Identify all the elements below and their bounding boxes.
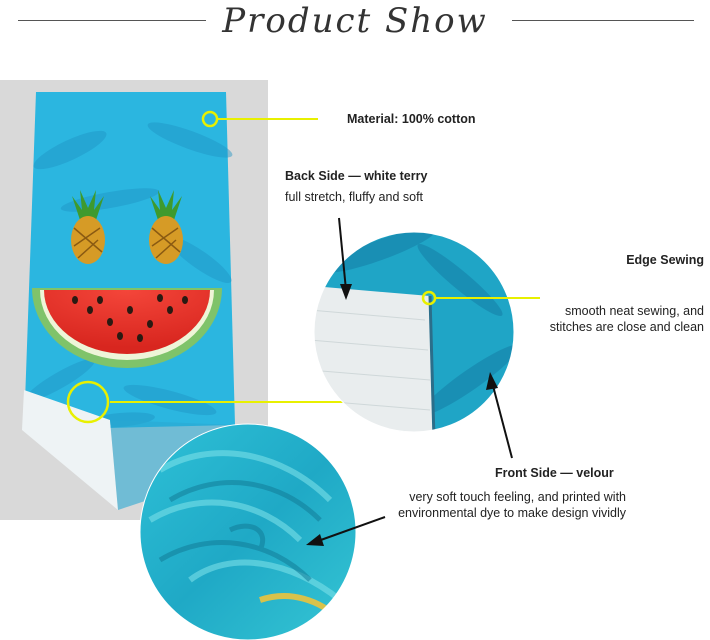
- back-side-desc: full stretch, fluffy and soft: [285, 190, 424, 204]
- front-side-title: Front Side — velour: [495, 466, 614, 480]
- header-rule-right: [512, 20, 694, 21]
- pineapple-left: [71, 190, 105, 264]
- front-side-arrow-bottom: [306, 516, 386, 546]
- front-side-arrow-top: [486, 372, 513, 459]
- zoom-front-side: [140, 424, 356, 640]
- corner-callout-ring: [66, 380, 110, 424]
- back-side-title: Back Side — white terry: [285, 169, 428, 183]
- page-title: Product Show: [222, 1, 488, 41]
- material-label: Material: 100% cotton: [347, 112, 476, 126]
- beach-towel: [22, 92, 238, 510]
- edge-sewing-title: Edge Sewing: [626, 253, 704, 267]
- zoom-back-side: [314, 232, 514, 432]
- back-side-arrow: [338, 217, 352, 300]
- edge-sewing-desc-1: smooth neat sewing, and: [565, 304, 704, 318]
- front-side-desc-1: very soft touch feeling, and printed wit…: [409, 490, 626, 504]
- header-rule-left: [18, 20, 206, 21]
- pineapple-right: [149, 190, 183, 264]
- edge-sewing-desc-2: stitches are close and clean: [549, 320, 704, 334]
- edge-callout-ring: [421, 290, 437, 306]
- material-callout-ring: [201, 110, 219, 128]
- watermelon-slice: [32, 288, 222, 368]
- front-side-desc-2: environmental dye to make design vividly: [398, 506, 626, 520]
